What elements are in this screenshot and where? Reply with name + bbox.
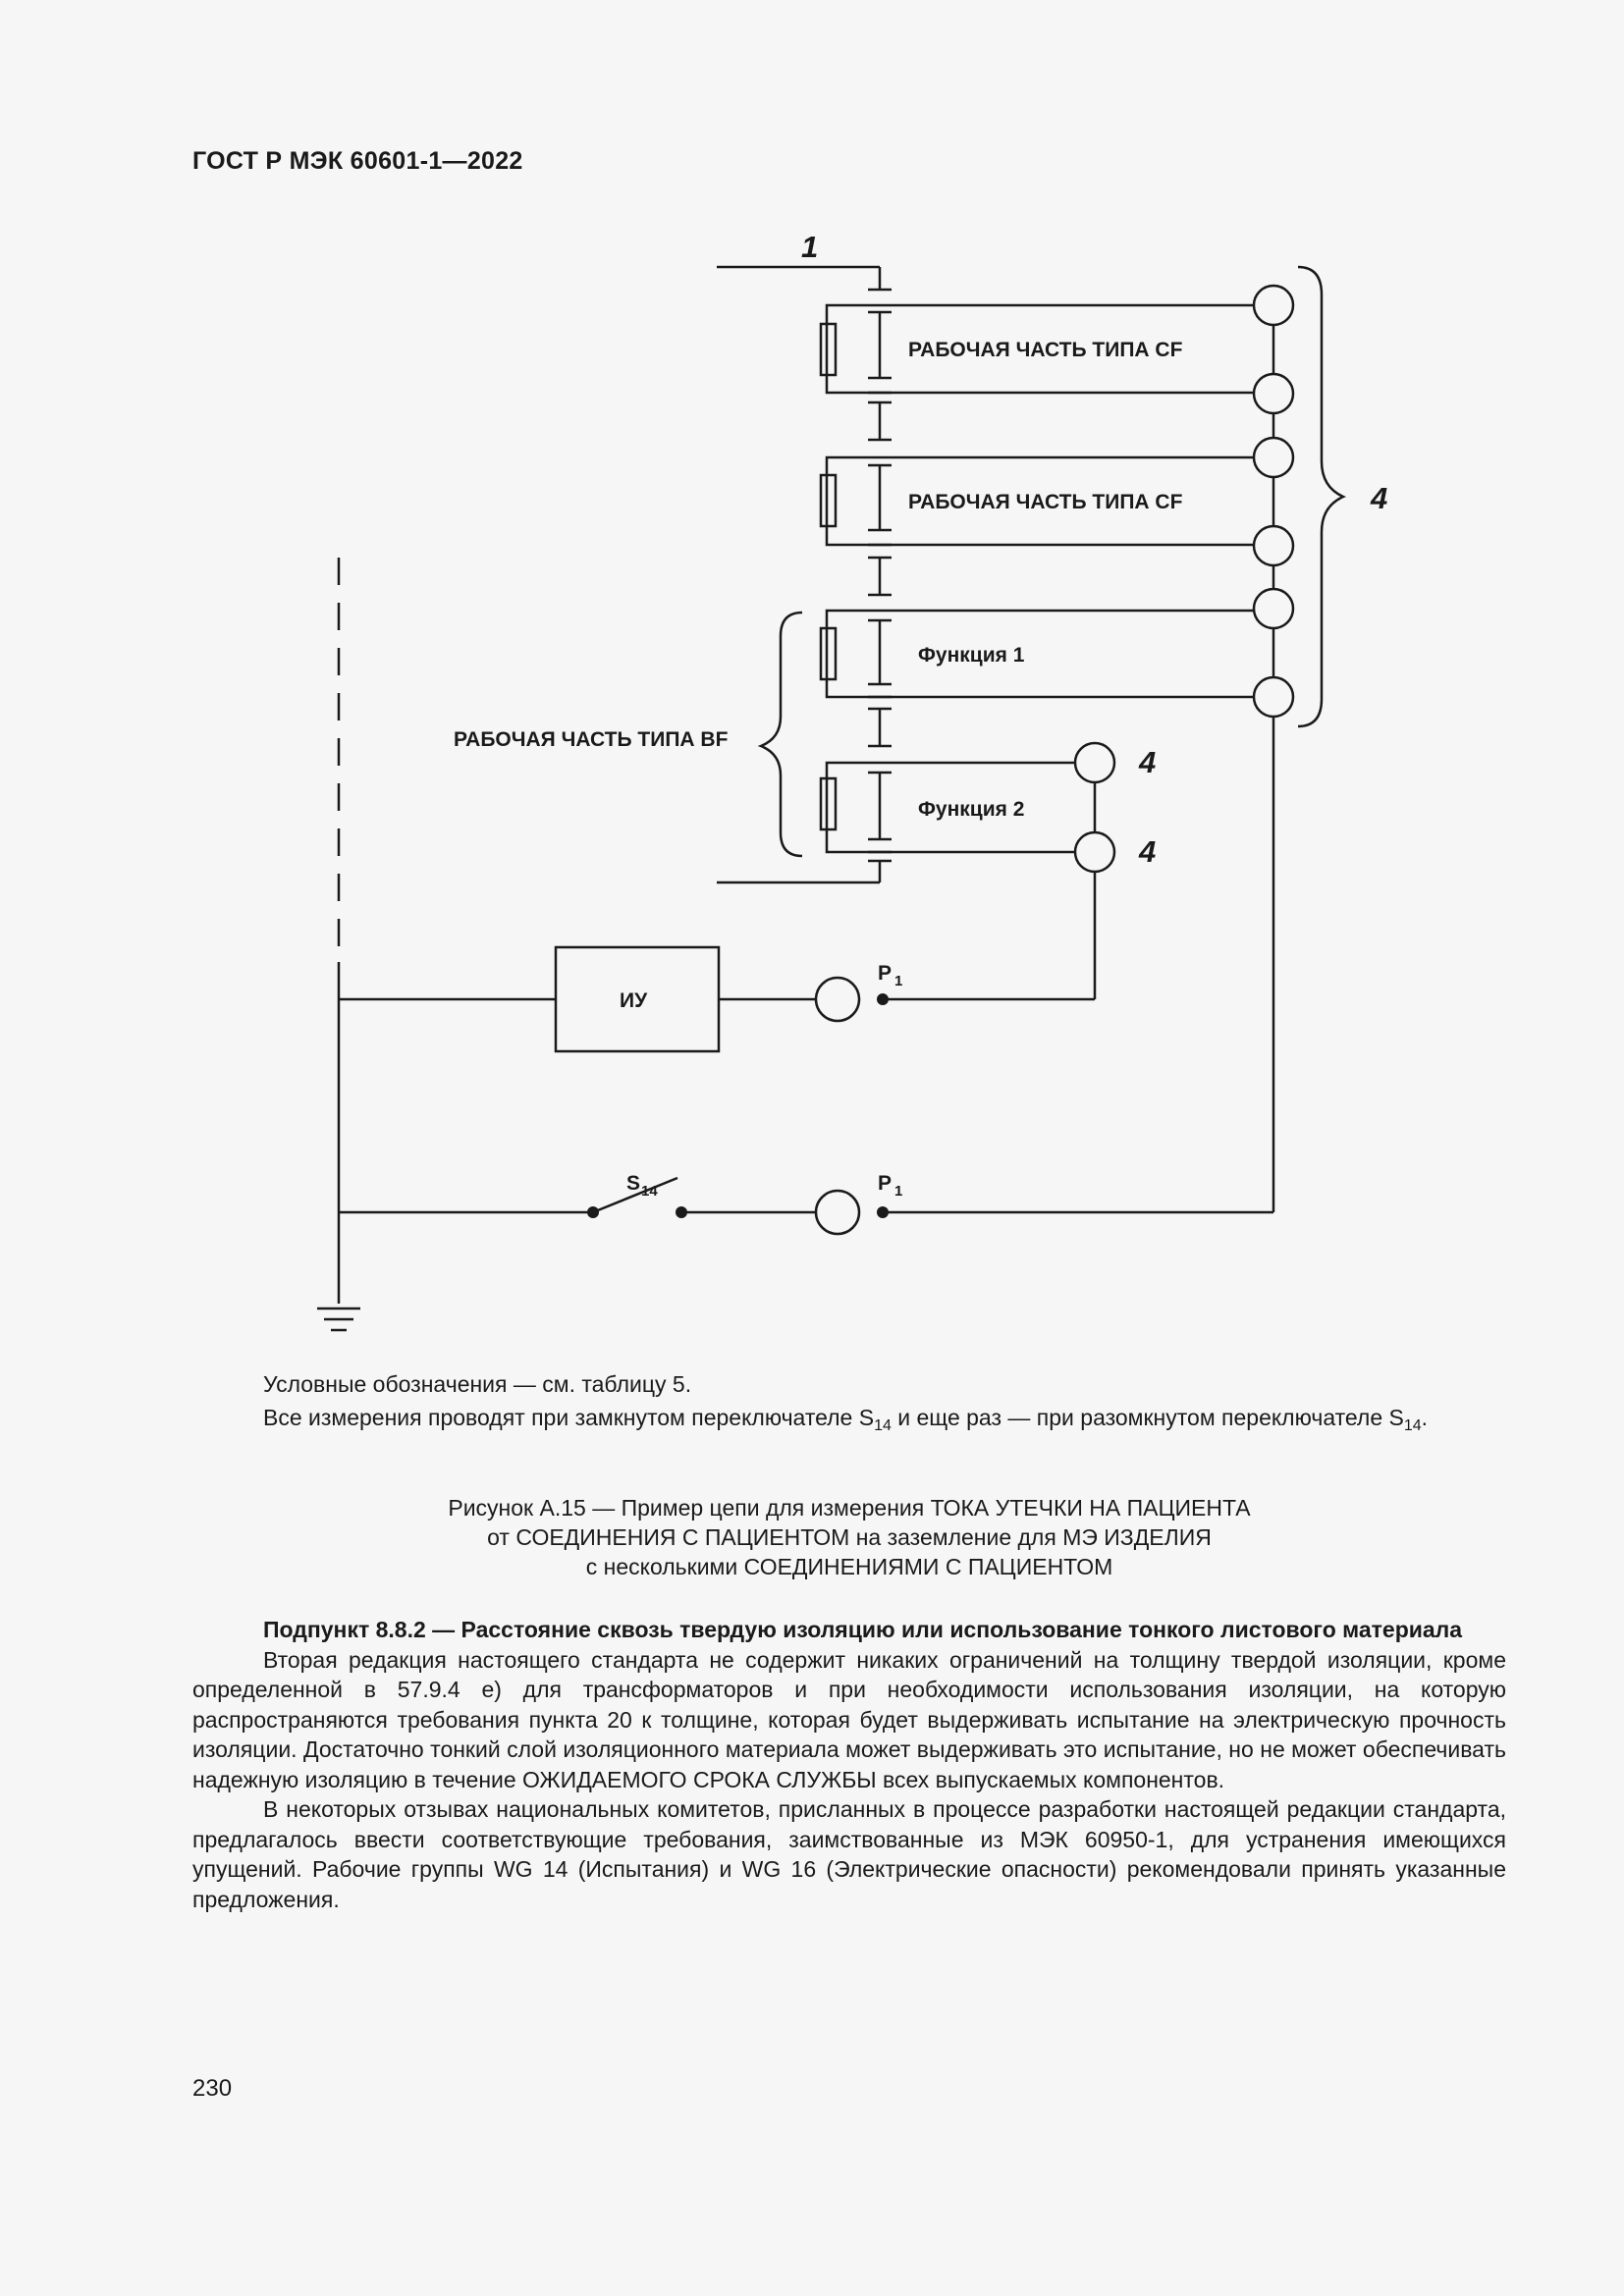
- s14-label-letter: S: [626, 1172, 640, 1195]
- terminal-circle: [1252, 675, 1295, 719]
- caption-line-2: от СОЕДИНЕНИЯ С ПАЦИЕНТОМ на заземление …: [487, 1524, 1212, 1550]
- p1-label-bottom-sub: 1: [894, 1183, 902, 1200]
- resistor-icon: [819, 473, 838, 528]
- p1-label-top-sub: 1: [894, 973, 902, 989]
- lead-1-wire: [717, 265, 892, 292]
- function-2-block: [717, 761, 1075, 884]
- resistor-icon: [819, 322, 838, 377]
- switch-s14: [592, 1176, 678, 1214]
- left-brace: [757, 611, 803, 858]
- terminal-circle: [1252, 372, 1295, 415]
- s14-label-sub: 14: [641, 1183, 658, 1200]
- function-2-terminals: [883, 741, 1116, 1001]
- resistor-icon: [819, 776, 838, 831]
- measuring-device-label: ИУ: [620, 989, 648, 1012]
- document-header: ГОСТ Р МЭК 60601-1—2022: [192, 147, 523, 175]
- function-2-label: Функция 2: [918, 798, 1024, 821]
- figure-notes: Условные обозначения — см. таблицу 5. Вс…: [192, 1367, 1506, 1443]
- page-number: 230: [192, 2075, 233, 2102]
- terminal-dot: [877, 993, 889, 1005]
- p1-label-top-letter: P: [878, 962, 892, 985]
- ammeter-circle: [814, 976, 861, 1023]
- terminal-circle: [1252, 524, 1295, 567]
- applied-part-cf-1-label: РАБОЧАЯ ЧАСТЬ ТИПА CF: [908, 339, 1183, 361]
- terminal-circle: [1252, 436, 1295, 479]
- legend-note: Условные обозначения — см. таблицу 5.: [263, 1371, 692, 1397]
- right-brace: [1297, 265, 1347, 728]
- figure-caption: Рисунок А.15 — Пример цепи для измерения…: [192, 1493, 1506, 1581]
- caption-line-1: Рисунок А.15 — Пример цепи для измерения…: [448, 1495, 1251, 1521]
- function-1-label: Функция 1: [918, 644, 1025, 667]
- section-heading: Подпункт 8.8.2 — Расстояние сквозь тверд…: [263, 1617, 1463, 1642]
- applied-part-cf-1: [819, 303, 1255, 442]
- ammeter-circle: [814, 1189, 861, 1236]
- p1-label-bottom-letter: P: [878, 1172, 892, 1195]
- applied-part-cf-2: [819, 455, 1255, 597]
- terminal-circle: [1073, 741, 1116, 784]
- resistor-icon: [819, 626, 838, 681]
- marker-4-brace: 4: [1370, 481, 1387, 515]
- section-body: Подпункт 8.8.2 — Расстояние сквозь тверд…: [192, 1615, 1506, 1914]
- paragraph-2: В некоторых отзывах национальных комитет…: [192, 1796, 1506, 1912]
- circuit-diagram: 1 РАБОЧАЯ ЧАСТЬ ТИПА CF РАБОЧАЯ ЧА: [317, 230, 1387, 1332]
- marker-4-top: 4: [1138, 745, 1156, 779]
- paragraph-1: Вторая редакция настоящего стандарта не …: [192, 1646, 1506, 1792]
- patient-connection-terminals: [1252, 284, 1295, 1212]
- marker-1: 1: [801, 230, 818, 264]
- function-1-block: [819, 609, 1255, 748]
- caption-line-3: с несколькими СОЕДИНЕНИЯМИ С ПАЦИЕНТОМ: [585, 1554, 1113, 1579]
- measurement-note: Все измерения проводят при замкнутом пер…: [263, 1405, 1429, 1434]
- applied-part-cf-2-label: РАБОЧАЯ ЧАСТЬ ТИПА CF: [908, 491, 1183, 513]
- terminal-circle: [1252, 587, 1295, 630]
- terminal-circle: [1252, 284, 1295, 327]
- ground-icon: [317, 1307, 360, 1332]
- marker-4-bottom: 4: [1138, 834, 1156, 869]
- applied-part-bf-label: РАБОЧАЯ ЧАСТЬ ТИПА BF: [454, 728, 729, 751]
- terminal-circle: [1073, 830, 1116, 874]
